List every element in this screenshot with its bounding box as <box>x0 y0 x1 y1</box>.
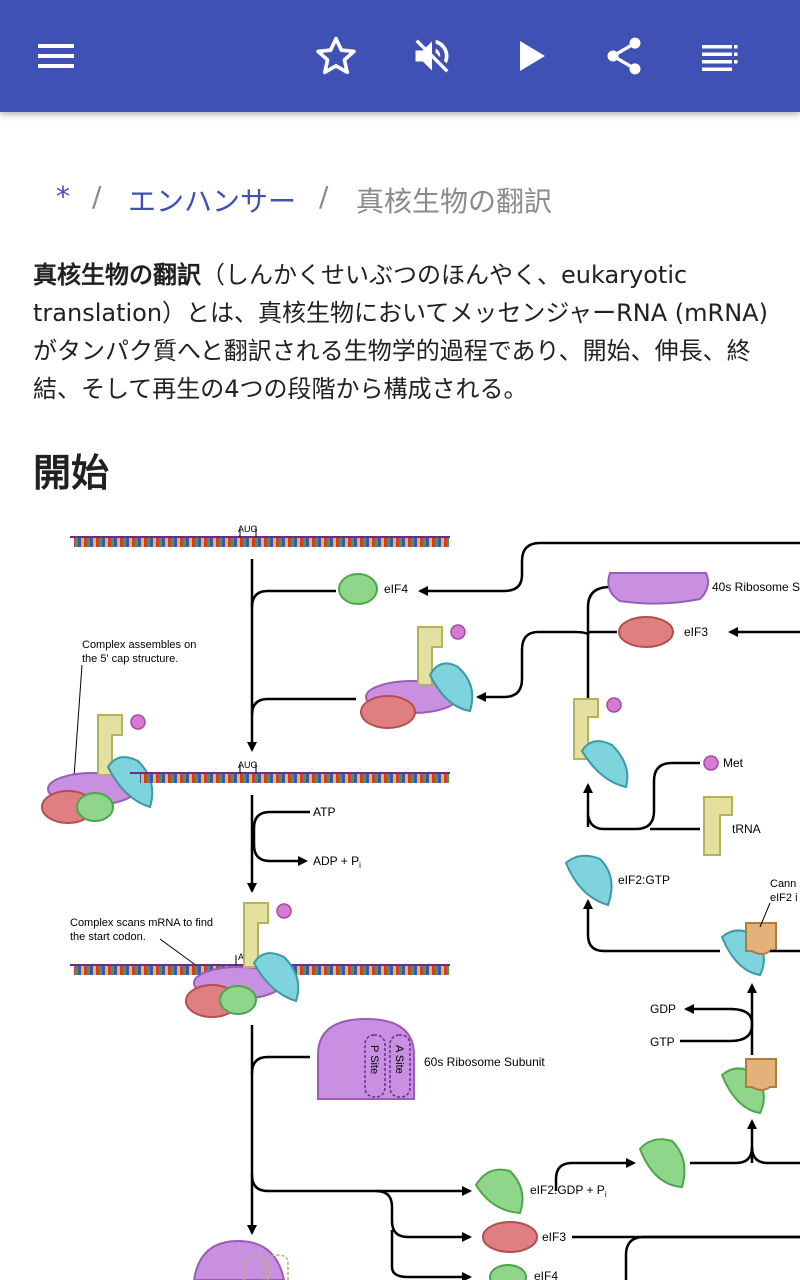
flow-arrow <box>554 1158 636 1191</box>
hamburger-menu-icon <box>38 44 74 68</box>
app-bar <box>0 0 800 112</box>
eif4-label: eIF4 <box>384 582 408 596</box>
breadcrumb-separator: / <box>92 180 102 213</box>
mute-button[interactable] <box>400 24 464 88</box>
play-icon <box>520 41 545 71</box>
flow-arrow <box>680 1004 754 1043</box>
flow-arrow <box>250 697 356 716</box>
eif2-gtp-protein <box>564 854 613 907</box>
play-button[interactable] <box>498 24 562 88</box>
aug-label: AUG <box>238 524 258 534</box>
article-intro: 真核生物の翻訳（しんかくせいぶつのほんやく、eukaryotic transla… <box>33 256 773 408</box>
aug-label: AUG <box>238 760 258 770</box>
flow-arrow <box>390 1230 472 1280</box>
p-site-label: P Site <box>368 1045 380 1074</box>
breadcrumb-separator: / <box>319 180 329 213</box>
ribosome-40s-label: 40s Ribosome S <box>712 580 800 594</box>
cann-label-2: eIF2 i <box>770 892 798 904</box>
cann-label-1: Cann <box>770 878 796 890</box>
complex-cap-label-2: the 5' cap structure. <box>82 653 178 665</box>
complex-cap-label-1: Complex assembles on <box>82 639 196 651</box>
eif2-gdp-protein <box>474 1168 524 1215</box>
article-term: 真核生物の翻訳 <box>33 261 201 289</box>
adp-label: ADP + Pi <box>313 854 361 870</box>
flow-arrow <box>583 899 720 953</box>
flow-arrow <box>476 585 611 702</box>
trna-label: tRNA <box>732 822 761 836</box>
flow-arrow <box>418 541 800 596</box>
eif3-protein <box>618 616 674 648</box>
section-heading: 開始 <box>33 451 110 495</box>
eif4-label: eIF4 <box>534 1269 558 1280</box>
flow-arrow <box>624 1235 800 1280</box>
translation-diagram[interactable]: AUG eIF4 40s Ribosome S eIF3 Complex ass… <box>0 515 800 1280</box>
volume-off-icon <box>415 39 449 73</box>
met-trna-complex <box>573 697 629 789</box>
flow-arrow <box>586 630 617 700</box>
playlist-icon <box>702 45 738 71</box>
met-molecule <box>703 755 719 771</box>
eif2-gdp-label: eIF2:GDP + Pi <box>530 1183 607 1199</box>
article-intro-text: （しんかくせいぶつのほんやく、eukaryotic translation）とは… <box>33 261 768 403</box>
scan-label-1: Complex scans mRNA to find <box>70 917 213 929</box>
ribosome-40s <box>607 572 709 605</box>
flow-arrow <box>586 761 700 831</box>
flow-arrow <box>250 589 336 608</box>
scanning-complex <box>185 902 300 1018</box>
breadcrumb: * / エンハンサー / 真核生物の翻訳 <box>0 172 800 228</box>
flow-arrow <box>252 810 310 866</box>
flow-arrow <box>690 1146 754 1165</box>
breadcrumb-item-enhancer[interactable]: エンハンサー <box>128 185 297 218</box>
playlist-button[interactable] <box>688 24 752 88</box>
share-button[interactable] <box>592 24 656 88</box>
eif3-protein <box>482 1221 538 1253</box>
met-label: Met <box>723 756 744 770</box>
gdp-label: GDP <box>650 1002 676 1016</box>
ribosome-80s <box>192 1239 286 1280</box>
breadcrumb-item-root[interactable]: * <box>56 180 70 213</box>
a-site-label: A Site <box>393 1045 405 1074</box>
star-outline-icon <box>316 36 356 75</box>
scan-label-2: the start codon. <box>70 931 146 943</box>
flow-arrow <box>375 1189 472 1242</box>
flow-arrow <box>750 1146 800 1165</box>
menu-button[interactable] <box>24 24 88 88</box>
flow-arrow <box>250 1174 472 1196</box>
translation-diagram-svg: AUG eIF4 40s Ribosome S eIF3 Complex ass… <box>41 524 800 1280</box>
breadcrumb-item-current: 真核生物の翻訳 <box>356 185 553 218</box>
flow-arrow <box>250 1055 310 1074</box>
share-icon <box>607 37 641 75</box>
eif3-label: eIF3 <box>542 1230 566 1244</box>
mrna-strand-2: AUG <box>130 760 450 783</box>
eif4-protein <box>489 1264 527 1280</box>
mrna-strand-1: AUG <box>70 524 450 547</box>
bookmark-button[interactable] <box>304 24 368 88</box>
ribosome-60s: P Site A Site <box>317 1017 415 1100</box>
eif2b-complex-bottom <box>720 1058 777 1115</box>
gtp-label: GTP <box>650 1035 675 1049</box>
eif3-label: eIF3 <box>684 625 708 639</box>
cap-complex <box>41 714 154 824</box>
eif4-protein <box>338 573 378 605</box>
atp-label: ATP <box>313 805 335 819</box>
trna-molecule <box>703 796 733 856</box>
eif2b-complex-top <box>720 922 777 977</box>
ribosome-60s-label: 60s Ribosome Subunit <box>424 1055 545 1069</box>
eif2-gtp-label: eIF2:GTP <box>618 873 670 887</box>
eif2-gdp-free-protein <box>638 1138 686 1189</box>
preinitiation-complex <box>360 624 474 729</box>
